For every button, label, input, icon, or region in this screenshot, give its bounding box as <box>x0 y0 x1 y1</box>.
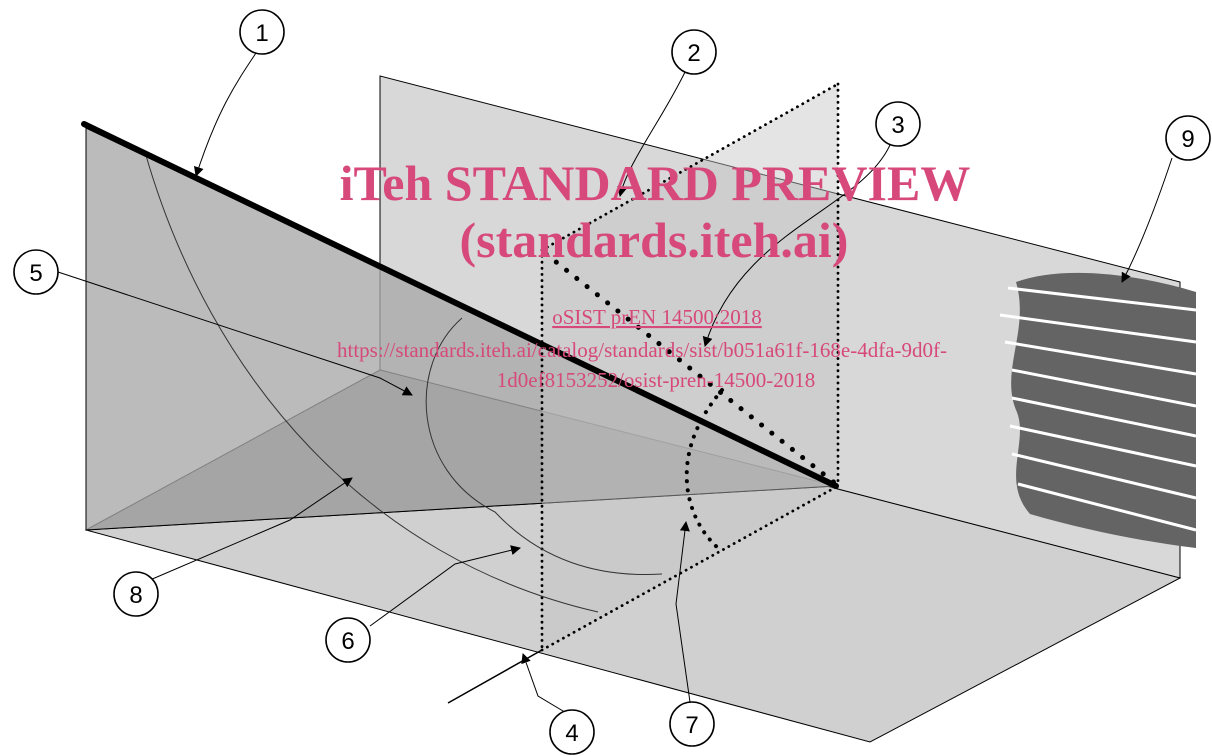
watermark-standard-id: oSIST prEN 14500:2018 <box>552 305 762 329</box>
leader-9 <box>1121 157 1173 283</box>
sample-stripes <box>999 286 1197 532</box>
slope-edge-thick <box>81 121 839 489</box>
callout-label-9: 9 <box>1181 126 1194 153</box>
leader-2 <box>617 69 687 197</box>
callout-label-7: 7 <box>685 712 698 739</box>
leader-4 <box>521 653 569 715</box>
watermark: iTeh STANDARD PREVIEW (standards.iteh.ai… <box>337 155 970 392</box>
callout-label-6: 6 <box>341 628 354 655</box>
callout-label-4: 4 <box>565 720 578 747</box>
dotted-plane-outline <box>540 82 840 652</box>
callout-6: 6 <box>325 617 371 663</box>
watermark-title: iTeh STANDARD PREVIEW <box>340 155 971 211</box>
callout-7: 7 <box>669 701 715 747</box>
callout-label-1: 1 <box>255 20 268 47</box>
leader-3 <box>702 144 891 347</box>
callout-2: 2 <box>671 29 717 75</box>
callout-8: 8 <box>113 571 159 617</box>
callout-label-3: 3 <box>891 112 904 139</box>
callout-5: 5 <box>13 249 59 295</box>
leader-1 <box>194 49 259 177</box>
callout-label-2: 2 <box>687 40 700 67</box>
wall-sample <box>1011 272 1196 548</box>
watermark-subtitle: (standards.iteh.ai) <box>460 212 849 268</box>
watermark-url-2: 1d0ef8153252/osist-pren-14500-2018 <box>497 368 815 392</box>
leader-6 <box>369 545 521 627</box>
leader-7 <box>675 521 691 703</box>
callout-1: 1 <box>239 9 285 55</box>
thin-arc-small <box>425 317 663 576</box>
callout-4: 4 <box>549 709 595 755</box>
callout-label-8: 8 <box>129 582 142 609</box>
dotted-arc <box>684 388 724 550</box>
watermark-url-1: https://standards.iteh.ai/catalog/standa… <box>337 338 947 362</box>
callout-3: 3 <box>875 101 921 147</box>
callout-9: 9 <box>1165 115 1211 161</box>
leader-5 <box>57 271 413 396</box>
leader-8 <box>149 477 353 581</box>
thin-arc-large <box>144 151 599 613</box>
axis-line <box>447 649 543 704</box>
callout-label-5: 5 <box>29 260 42 287</box>
dotted-diagonal <box>543 251 839 487</box>
